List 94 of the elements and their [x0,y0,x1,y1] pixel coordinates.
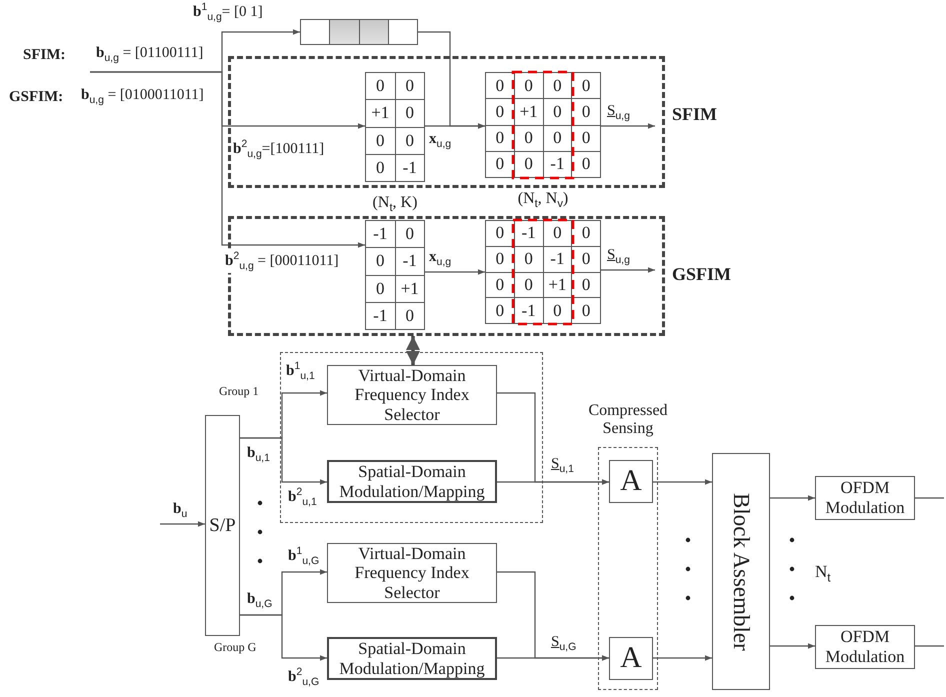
arrow [240,614,327,661]
matrix-cell: 0 [366,154,396,182]
dimension-label: (N$_{t}$, N$_{v}$) [518,190,568,210]
matrix-cell: 0 [486,298,515,324]
matrix-cell: 0 [544,221,572,247]
selector-block: Virtual-Domain Frequency Index Selector [327,365,497,425]
matrix-cell: 0 [396,221,425,248]
matrix-cell: 0 [572,246,601,272]
matrix-cell: 0 [396,100,425,128]
sensing-matrix-block: A [609,637,653,680]
matrix-cell: 0 [572,298,601,324]
matrix-cell: 0 [486,99,515,126]
matrix-cell: 0 [396,302,425,330]
matrix-cell: -1 [396,154,425,182]
matrix-cell: 0 [572,99,601,126]
modulation-block: Spatial-Domain Modulation/Mapping [327,637,497,680]
matrix-cell: 0 [366,276,396,303]
group-title: GSFIM [672,264,732,285]
block-assembler: Block Assembler [712,453,770,690]
signal-label: b$_{u,G}$ [246,590,274,611]
modulation-block: OFDM Modulation [815,476,915,520]
matrix-cell: 0 [544,73,572,100]
matrix-cell: +1 [514,99,544,126]
arrow [425,269,485,275]
matrix-cell: -1 [544,246,572,272]
matrix-cell: +1 [544,272,572,298]
arrow [770,495,815,501]
arrow [653,479,712,485]
arrow [497,479,609,485]
connector-line [915,645,944,647]
modulation-block: Spatial-Domain Modulation/Mapping [327,460,497,503]
group-label: Group G [213,640,258,654]
matrix-cell: -1 [396,248,425,276]
matrix-cell: -1 [366,221,396,248]
arrow [601,267,655,273]
matrix-cell: +1 [396,276,425,303]
double-headed-arrow [406,336,420,365]
matrix-cell: 0 [486,272,515,298]
edge-label: S$_{u,g}$ [606,102,631,123]
matrix-cell: 0 [544,126,572,152]
edge-label: b$^{2}$$_{u,g}$ = [00011011] [224,250,340,273]
matrix-cell: 0 [486,221,515,247]
arrow [90,71,365,248]
matrix-cell: 0 [572,126,601,152]
serial-parallel-block: S/P [205,415,240,636]
matrix-cell: 0 [572,152,601,178]
sensing-matrix-block: A [609,460,653,503]
matrix-cell: 0 [396,128,425,155]
matrix-cell: -1 [514,221,544,247]
matrix-cell: 0 [486,126,515,152]
matrix-cell: -1 [514,298,544,324]
modulation-block: OFDM Modulation [815,625,915,669]
matrix-cell: 0 [514,152,544,178]
matrix-cell: 0 [486,246,515,272]
dimension-label: (N$_{t}$, K) [372,194,418,214]
matrix-cell: 0 [486,73,515,100]
matrix-cell: 0 [514,246,544,272]
group-title: SFIM [672,104,718,125]
edge-label: b$^{2}$$_{u,g}$=[100111] [232,138,326,161]
matrix-cell: 0 [572,272,601,298]
bit-sequence-label: b$_{u,g}$ = [01100111] [95,44,204,65]
matrix-cell: -1 [544,152,572,178]
matrix-cell: 0 [366,73,396,100]
group-label: Group 1 [218,384,260,398]
bit-sequence-label: b$_{u,g}$ = [0100011011] [80,86,205,107]
edge-label: b$^{1}$$_{u,g}$= [0 1] [192,1,264,24]
arrow [497,655,609,661]
arrow [653,655,712,661]
matrix-cell: +1 [366,100,396,128]
bit-vector-bar [300,19,418,45]
matrix-cell: 0 [572,73,601,100]
matrix-cell: 0 [514,126,544,152]
arrow [770,643,815,649]
matrix-cell: 0 [514,73,544,100]
edge-label: S$_{u,g}$ [606,246,631,267]
matrix-cell: 0 [514,272,544,298]
selector-block: Virtual-Domain Frequency Index Selector [327,543,497,603]
matrix-cell: 0 [572,221,601,247]
arrow [240,437,327,485]
arrow [425,123,485,129]
edge-label: S$_{u,G}$ [550,633,578,654]
matrix-cell: 0 [396,73,425,100]
edge-label: S$_{u,1}$ [550,455,575,476]
matrix-cell: 0 [544,298,572,324]
matrix-cell: 0 [486,152,515,178]
matrix-cell: 0 [366,248,396,276]
connector-line [915,497,944,499]
matrix-cell: 0 [544,99,572,126]
matrix-cell: -1 [366,302,396,330]
arrow [160,521,205,527]
group-title: Compressed Sensing [587,402,669,439]
signal-label: b$_{u,1}$ [246,444,271,465]
arrow [601,123,655,129]
matrix-cell: 0 [366,128,396,155]
